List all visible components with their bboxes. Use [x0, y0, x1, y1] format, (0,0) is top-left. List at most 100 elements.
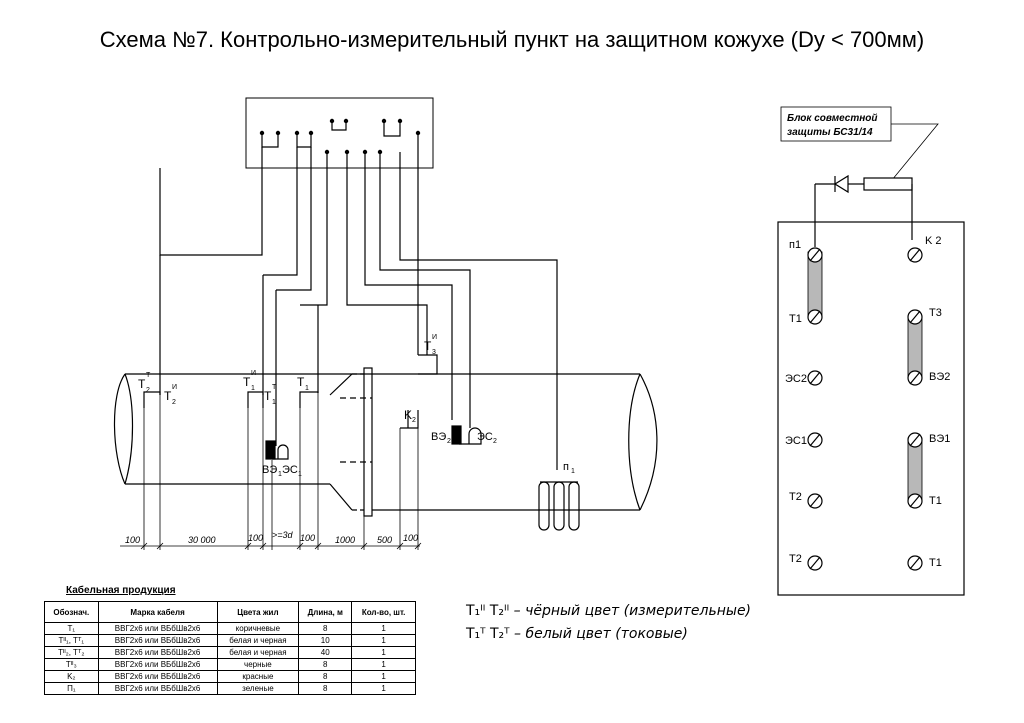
terminal-panel	[777, 221, 965, 596]
legend-current: T₁ᵀ T₂ᵀ – белый цвет (токовые)	[466, 626, 688, 642]
anode-p1	[538, 481, 580, 531]
label-t1: T	[297, 375, 305, 389]
cell: зеленые	[216, 682, 300, 695]
legend-text-current: – белый цвет (токовые)	[514, 626, 688, 642]
cell: белая и черная	[216, 634, 300, 647]
label-p1: п	[563, 461, 569, 473]
cell: красные	[216, 670, 300, 683]
header-length: Длина, м	[298, 601, 353, 623]
box-jumpers	[261, 121, 419, 148]
dim-1: 100	[125, 535, 140, 545]
cell: 1	[351, 646, 416, 659]
svg-text:И: И	[432, 334, 437, 341]
reference-electrode-1	[265, 440, 289, 460]
cable-table: Обознач. Марка кабеля Цвета жил Длина, м…	[44, 601, 416, 695]
cell: П₁	[44, 682, 99, 695]
dim-5: 100	[300, 533, 315, 543]
cell: 10	[298, 634, 353, 647]
svg-text:1: 1	[305, 385, 309, 392]
svg-text:3: 3	[432, 349, 436, 356]
svg-text:И: И	[172, 384, 177, 391]
dim-2: 30 000	[188, 535, 216, 545]
terminal-left-1: п1	[789, 239, 801, 251]
cell: коричневые	[216, 622, 300, 635]
control-box	[245, 97, 434, 169]
legend-codes-current: T₁ᵀ T₂ᵀ	[466, 626, 510, 642]
cell: T₁	[44, 622, 99, 635]
cell: ВВГ2х6 или ВБбШв2х6	[97, 646, 218, 659]
label-t1t: T	[264, 389, 272, 403]
terminal-left-5: T2	[789, 491, 802, 503]
svg-text:T: T	[272, 384, 277, 391]
label-t3: T	[424, 339, 432, 353]
legend-measuring: T₁ᴵᴵ T₂ᴵᴵ – чёрный цвет (измерительные)	[466, 603, 751, 619]
svg-text:2: 2	[172, 399, 176, 406]
cell: Tᴵᴵ₂, Tᵀ₂	[44, 646, 99, 659]
terminal-jumpers	[807, 251, 923, 503]
label-es1: ЭС	[282, 464, 298, 476]
cell: Tᴵᴵ₁, Tᵀ₁	[44, 634, 99, 647]
casing	[329, 367, 373, 517]
svg-text:2: 2	[412, 417, 416, 424]
terminal-screws	[807, 247, 923, 571]
wires	[159, 140, 558, 470]
pipe	[113, 373, 658, 511]
dim-3: 100	[248, 533, 263, 543]
terminal-right-1: K 2	[925, 235, 942, 247]
svg-text:1: 1	[251, 385, 255, 392]
block-leader	[891, 123, 939, 181]
header-qty: Кол-во, шт.	[351, 601, 416, 623]
label-k2: K	[404, 408, 412, 422]
header-colors: Цвета жил	[216, 601, 300, 623]
cell: 8	[298, 670, 353, 683]
cell: ВВГ2х6 или ВБбШв2х6	[97, 682, 218, 695]
legend-text-measuring: – чёрный цвет (измерительные)	[513, 603, 752, 619]
svg-text:2: 2	[146, 387, 150, 394]
dim-4: >=3d	[272, 530, 294, 540]
cell: 40	[298, 646, 353, 659]
block-label-1: Блок совместной	[787, 113, 878, 124]
header-code: Обознач.	[44, 601, 99, 623]
dimension-line	[120, 393, 422, 550]
dim-8: 100	[403, 533, 418, 543]
terminal-right-3: ВЭ2	[929, 371, 950, 383]
reference-electrode-2	[451, 410, 482, 445]
terminal-right-2: T3	[929, 307, 942, 319]
table-header-row: Обознач. Марка кабеля Цвета жил Длина, м…	[44, 601, 416, 623]
terminal-left-4: ЭС1	[785, 435, 807, 447]
cell: K₂	[44, 670, 99, 683]
cell: ВВГ2х6 или ВБбШв2х6	[97, 634, 218, 647]
label-vz1: ВЭ	[262, 464, 277, 476]
cell: 1	[351, 634, 416, 647]
pipe-taps	[143, 354, 438, 429]
legend-codes-measuring: T₁ᴵᴵ T₂ᴵᴵ	[466, 603, 510, 619]
header-brand: Марка кабеля	[97, 601, 218, 623]
terminal-right-5: T1	[929, 495, 942, 507]
dim-6: 1000	[335, 535, 355, 545]
svg-text:И: И	[251, 370, 256, 377]
svg-text:T: T	[146, 372, 151, 379]
cell: ВВГ2х6 или ВБбШв2х6	[97, 658, 218, 671]
terminal-right-6: T1	[929, 557, 942, 569]
label-t1i: T	[243, 375, 251, 389]
terminal-left-3: ЭС2	[785, 373, 807, 385]
cell: 1	[351, 658, 416, 671]
cell: ВВГ2х6 или ВБбШв2х6	[97, 622, 218, 635]
cell: 8	[298, 658, 353, 671]
cell: белая и черная	[216, 646, 300, 659]
terminal-left-6: T2	[789, 553, 802, 565]
label-es2: ЭС	[477, 431, 493, 443]
label-t2t: T	[138, 377, 146, 391]
dim-7: 500	[377, 535, 392, 545]
cell: 1	[351, 622, 416, 635]
cell: 8	[298, 682, 353, 695]
page-title: Схема №7. Контрольно-измерительный пункт…	[99, 27, 925, 52]
cell: 8	[298, 622, 353, 635]
